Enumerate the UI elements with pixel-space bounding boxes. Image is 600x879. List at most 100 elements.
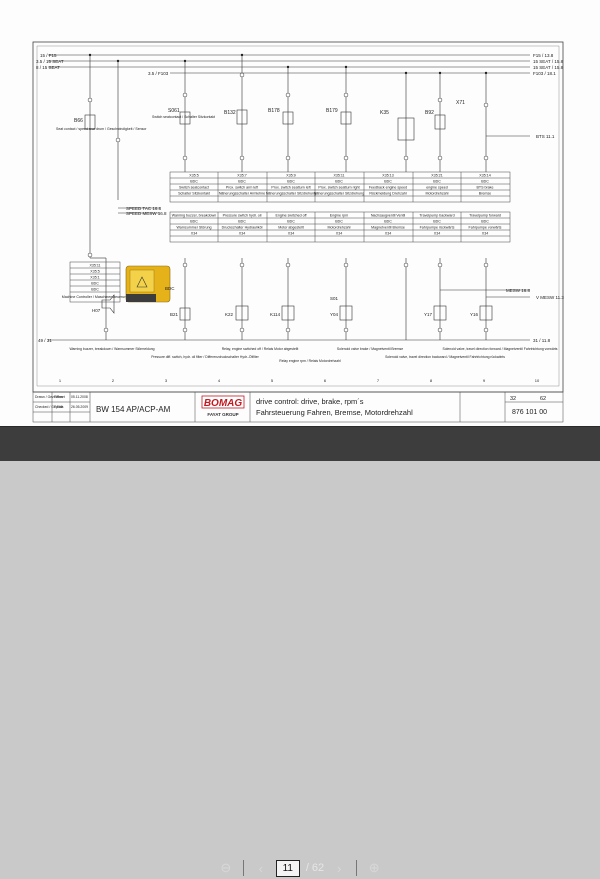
rail-label-seat-left-2: 8 / 15 SEAT — [36, 65, 60, 70]
label-b21: B21 — [170, 312, 179, 317]
label-b66-desc: Seat contact / speed rear drum / Geschwi… — [56, 127, 147, 131]
page-navigator: ⊖ ‹ 11 / 62 › ⊕ — [198, 857, 402, 879]
relay-k114-symbol — [281, 305, 295, 321]
relay-k22-symbol — [235, 305, 249, 321]
switch-b132-symbol — [236, 109, 248, 125]
col-num-4: 4 — [218, 378, 221, 383]
valve-y04-symbol — [339, 305, 353, 321]
sheet-number: 32 — [510, 396, 516, 402]
output-table — [169, 211, 511, 243]
switch-b178-symbol — [282, 111, 294, 125]
tb-checked-label: Checked / Geprüft — [35, 405, 63, 409]
mid-bdc-4: BDC — [335, 220, 343, 224]
top-de-2: Näherungsschalter Armlehne — [219, 192, 265, 196]
label-b66: B66 — [74, 118, 83, 124]
top-pin-2: X35:7 — [237, 174, 246, 178]
mid-bdc-1: BDC — [190, 220, 198, 224]
top-de-6: Motordrehzahl — [426, 192, 449, 196]
rail-label-f103-left: 3.5 / F103 — [148, 71, 169, 76]
wire-label-mesw: MESW 16.8 — [506, 288, 531, 293]
tb-checked-name: T.Sala — [54, 405, 64, 409]
mid-pin-6: X34 — [434, 232, 440, 236]
col-num-5: 5 — [271, 378, 274, 383]
top-pin-4: X35:11 — [333, 174, 344, 178]
mid-title-7: Travelpump forward — [469, 214, 501, 218]
current-page-input[interactable]: 11 — [275, 859, 300, 877]
mid-bdc-2: BDC — [238, 220, 246, 224]
ctrl-row-1: X35:11 — [89, 264, 100, 268]
col-num-8: 8 — [430, 378, 433, 383]
mid-pin-2: X34 — [239, 232, 245, 236]
schematic-sheet: 15 / F15 3.5 / 15 SEAT 8 / 15 SEAT F15 /… — [0, 0, 600, 426]
valve-y16-symbol — [479, 305, 493, 321]
drawing-title-en: drive control: drive, brake, rpm´s — [256, 397, 364, 406]
label-b132: B132 — [224, 110, 236, 116]
ctrl-row-5: BDC — [91, 288, 99, 292]
zoom-out-icon[interactable]: ⊖ — [220, 860, 232, 875]
bomag-group-text: FAYAT GROUP — [207, 412, 238, 417]
col-num-1: 1 — [59, 378, 62, 383]
zoom-in-icon[interactable]: ⊕ — [368, 860, 380, 875]
label-k114: K114 — [270, 312, 281, 317]
top-de-7: Bremse — [479, 192, 491, 196]
previous-page-button[interactable]: ‹ — [258, 860, 263, 876]
bottom-label-5: Solenoid valve brake / Magnetventil Brem… — [337, 347, 403, 351]
wire-label-bts: BTS 11.1 — [536, 134, 555, 139]
top-desc-2: Prox. switch arm left — [226, 186, 258, 190]
top-bdc-5: BDC — [384, 180, 392, 184]
next-page-button[interactable]: › — [337, 860, 342, 876]
label-k22: K22 — [225, 312, 234, 317]
col-num-3: 3 — [165, 378, 168, 383]
top-desc-5: Feedback engine speed — [369, 186, 407, 190]
bottom-label-6: Solenoid valve, travel direction backwar… — [385, 355, 505, 359]
top-de-1: Schalter Sitzkontakt — [178, 192, 210, 196]
buzzer-h07-symbol — [101, 294, 115, 314]
top-pin-5: X35:13 — [382, 174, 393, 178]
top-de-3: Näherungsschalter Sitzdrehung — [266, 192, 316, 196]
label-y04: Y04 — [330, 312, 339, 317]
warning-triangle-icon — [136, 276, 148, 288]
sheet-total: 62 — [540, 396, 546, 402]
bottom-label-1: Warning buzzer, breakdown / Warnsummer S… — [69, 347, 154, 351]
tb-drawn-label: Drawn / Gezeichnet — [35, 395, 65, 399]
mid-de-1: Warnsummer Störung — [176, 226, 211, 230]
ctrl-row-2: X35:5 — [90, 270, 99, 274]
mid-pin-4: X34 — [336, 232, 342, 236]
rail-label-seat-right-2: 15 SEAT / 15.8 — [533, 65, 564, 70]
rail-label-f15-left: 15 / F15 — [40, 53, 57, 58]
top-bdc-3: BDC — [287, 180, 295, 184]
top-bdc-6: BDC — [433, 180, 441, 184]
mid-de-6: Fahrpumpe rückwärts — [420, 226, 455, 230]
switch-b179-symbol — [340, 111, 352, 125]
top-bdc-7: BDC — [481, 180, 489, 184]
top-desc-3: Prox. switch seatturn left — [271, 186, 310, 190]
label-b179: B179 — [326, 108, 338, 114]
rail-label-f103-right: F103 / 18.1 — [533, 71, 556, 76]
sensor-b66-symbol — [84, 114, 96, 130]
top-pin-7: X35:14 — [479, 174, 490, 178]
mid-pin-5: X34 — [385, 232, 391, 236]
mid-title-1: Warning buzzer, breakdown — [172, 214, 216, 218]
rail-label-31-right: 31 / 11.8 — [533, 338, 551, 343]
toolbar-divider-2 — [356, 860, 358, 876]
mid-pin-1: X34 — [191, 232, 197, 236]
top-pin-1: X35:5 — [189, 174, 198, 178]
mid-title-3: Engine switched off — [275, 214, 306, 218]
mid-de-4: Motordrehzahl — [328, 226, 351, 230]
label-s061-desc: Switch seatcontact / Schalter Sitzkontak… — [152, 115, 215, 119]
top-de-5: Rückmeldung Drehzahl — [369, 192, 407, 196]
top-pin-3: X35:9 — [286, 174, 295, 178]
ctrl-row-4: BDC — [91, 282, 99, 286]
toolbar-divider — [242, 860, 244, 876]
mid-de-2: Druckschalter Hydrauliköl — [222, 226, 263, 230]
sensor-b92-symbol — [434, 114, 446, 130]
valve-y17-symbol — [433, 305, 447, 321]
switch-b21-symbol — [179, 307, 191, 321]
mid-pin-3: X34 — [288, 232, 294, 236]
col-num-10: 10 — [535, 378, 540, 383]
top-de-4: Näherungsschalter Sitzdrehung — [314, 192, 364, 196]
controller-connector — [126, 294, 156, 302]
bottom-label-3: Relay, engine switched off / Relais Moto… — [222, 347, 299, 351]
label-x71: X71 — [456, 100, 465, 106]
mid-title-2: Pressure switch hydr. oil — [223, 214, 262, 218]
